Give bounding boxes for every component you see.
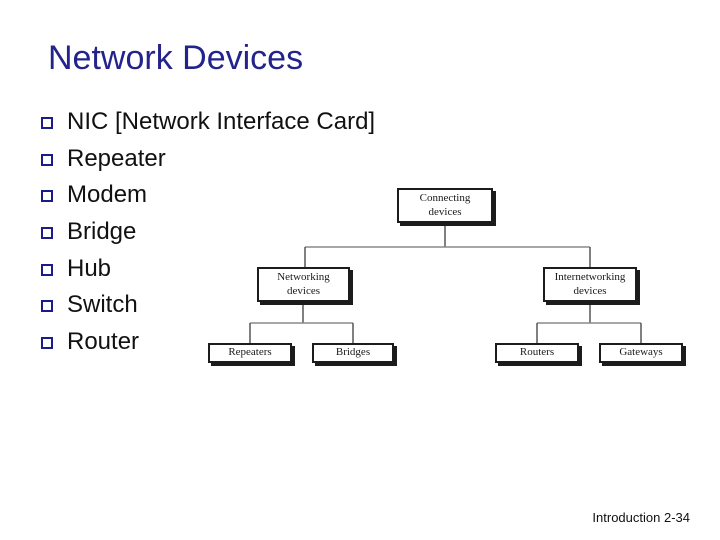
square-bullet-icon bbox=[41, 153, 53, 166]
bullet-list: NIC [Network Interface Card] Repeater Mo… bbox=[41, 104, 375, 360]
bullet-label: Bridge bbox=[67, 218, 137, 246]
square-bullet-icon bbox=[41, 336, 53, 349]
slide-page-number: Introduction 2-34 bbox=[592, 510, 690, 525]
bullet-label: Modem bbox=[67, 181, 148, 209]
diagram-node-networking-devices: Networking devices bbox=[257, 267, 350, 302]
list-item: NIC [Network Interface Card] bbox=[41, 104, 375, 141]
slide-title: Network Devices bbox=[48, 39, 304, 77]
list-item: Repeater bbox=[41, 141, 375, 178]
list-item: Hub bbox=[41, 250, 375, 287]
square-bullet-icon bbox=[41, 190, 53, 203]
diagram-node-internetworking-devices: Internetworking devices bbox=[543, 267, 637, 302]
diagram-node-connecting-devices: Connecting devices bbox=[397, 188, 493, 223]
list-item: Router bbox=[41, 324, 375, 361]
list-item: Modem bbox=[41, 177, 375, 214]
diagram-node-gateways: Gateways bbox=[599, 343, 683, 363]
list-item: Bridge bbox=[41, 214, 375, 251]
bullet-label: Hub bbox=[67, 254, 112, 282]
device-hierarchy-diagram: Connecting devices Networking devices In… bbox=[195, 185, 695, 375]
connector-lines bbox=[249, 223, 642, 343]
square-bullet-icon bbox=[41, 227, 53, 240]
bullet-label: NIC [Network Interface Card] bbox=[67, 108, 376, 136]
diagram-node-routers: Routers bbox=[495, 343, 579, 363]
square-bullet-icon bbox=[41, 300, 53, 313]
bullet-label: Repeater bbox=[67, 144, 166, 172]
square-bullet-icon bbox=[41, 117, 53, 130]
list-item: Switch bbox=[41, 287, 375, 324]
bullet-label: Switch bbox=[67, 291, 138, 319]
diagram-node-bridges: Bridges bbox=[312, 343, 394, 363]
diagram-node-repeaters: Repeaters bbox=[208, 343, 292, 363]
square-bullet-icon bbox=[41, 263, 53, 276]
bullet-label: Router bbox=[67, 327, 140, 355]
